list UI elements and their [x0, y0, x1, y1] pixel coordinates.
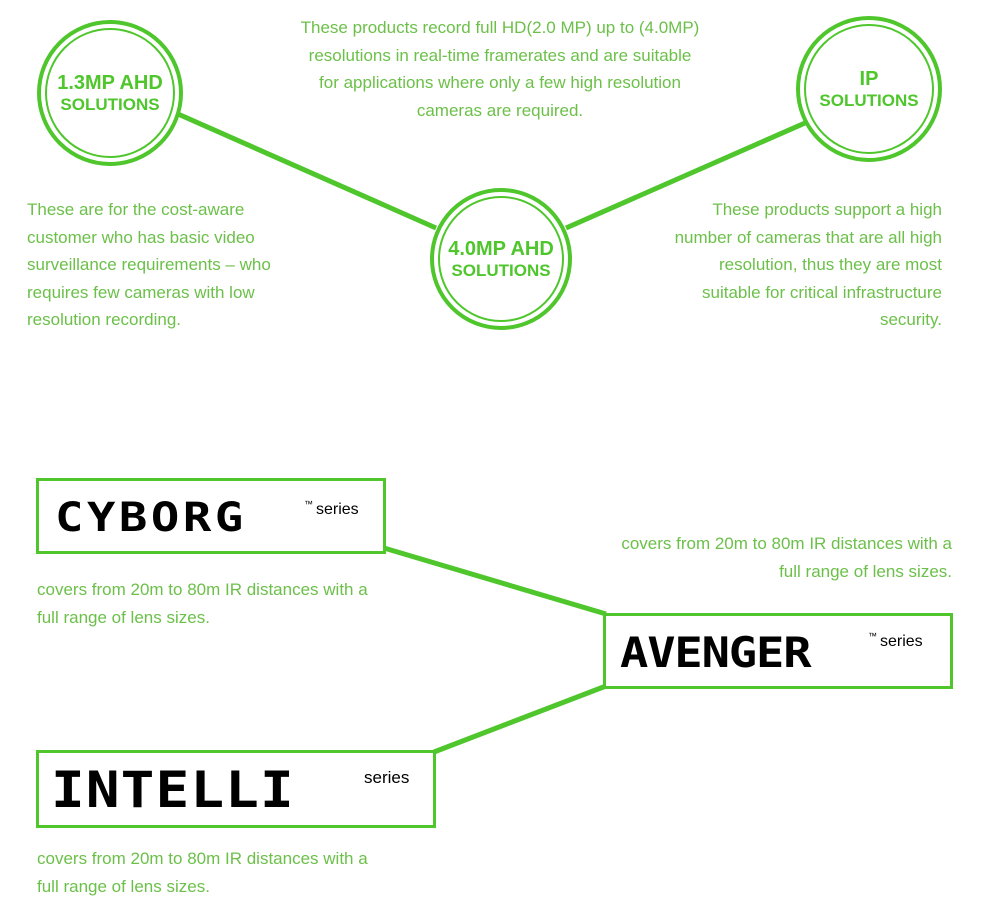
circle-ahd13-solutions[interactable]: 1.3MP AHD SOLUTIONS — [37, 20, 183, 166]
cyborg-logo: CYBORG — [55, 495, 247, 541]
circle-ip-line1: IP — [859, 67, 879, 90]
connector-ahd40-to-ip — [564, 120, 807, 231]
connector-avenger-to-intelli — [433, 683, 607, 755]
intelli-logo: INTELLI — [51, 761, 295, 819]
ahd40-description: These products record full HD(2.0 MP) up… — [300, 18, 700, 120]
avenger-series-word: series — [880, 633, 923, 650]
circle-ahd40-label: 4.0MP AHD SOLUTIONS — [448, 238, 554, 281]
connector-ahd13-to-ahd40 — [176, 111, 438, 231]
circle-ahd13-label: 1.3MP AHD SOLUTIONS — [57, 72, 163, 115]
circle-ahd40-line2: SOLUTIONS — [451, 260, 551, 280]
intelli-series-word: series — [364, 768, 410, 787]
circle-ahd40-line1: 4.0MP AHD — [448, 237, 554, 260]
intelli-series-label: series — [364, 768, 409, 788]
circle-ip-line2: SOLUTIONS — [819, 90, 919, 110]
cyborg-series-word: series — [316, 501, 359, 518]
avenger-logo: AVENGER — [620, 628, 812, 677]
intelli-description: covers from 20m to 80m IR distances with… — [37, 849, 368, 896]
circle-ahd40-solutions[interactable]: 4.0MP AHD SOLUTIONS — [430, 188, 572, 330]
circle-ip-solutions[interactable]: IP SOLUTIONS — [796, 16, 942, 162]
connector-cyborg-to-avenger — [383, 545, 607, 617]
ahd13-description: These are for the cost-aware customer wh… — [27, 200, 271, 329]
cyborg-trademark: ™ — [304, 499, 313, 509]
circle-ahd13-line2: SOLUTIONS — [60, 94, 160, 114]
avenger-trademark: ™ — [868, 631, 877, 641]
ip-description: These products support a high number of … — [674, 200, 942, 329]
cyborg-description: covers from 20m to 80m IR distances with… — [37, 580, 368, 627]
intelli-series-box[interactable]: INTELLI series — [36, 750, 436, 828]
avenger-description: covers from 20m to 80m IR distances with… — [621, 534, 952, 581]
circle-ip-label: IP SOLUTIONS — [819, 68, 918, 111]
circle-ahd13-line1: 1.3MP AHD — [57, 71, 163, 94]
